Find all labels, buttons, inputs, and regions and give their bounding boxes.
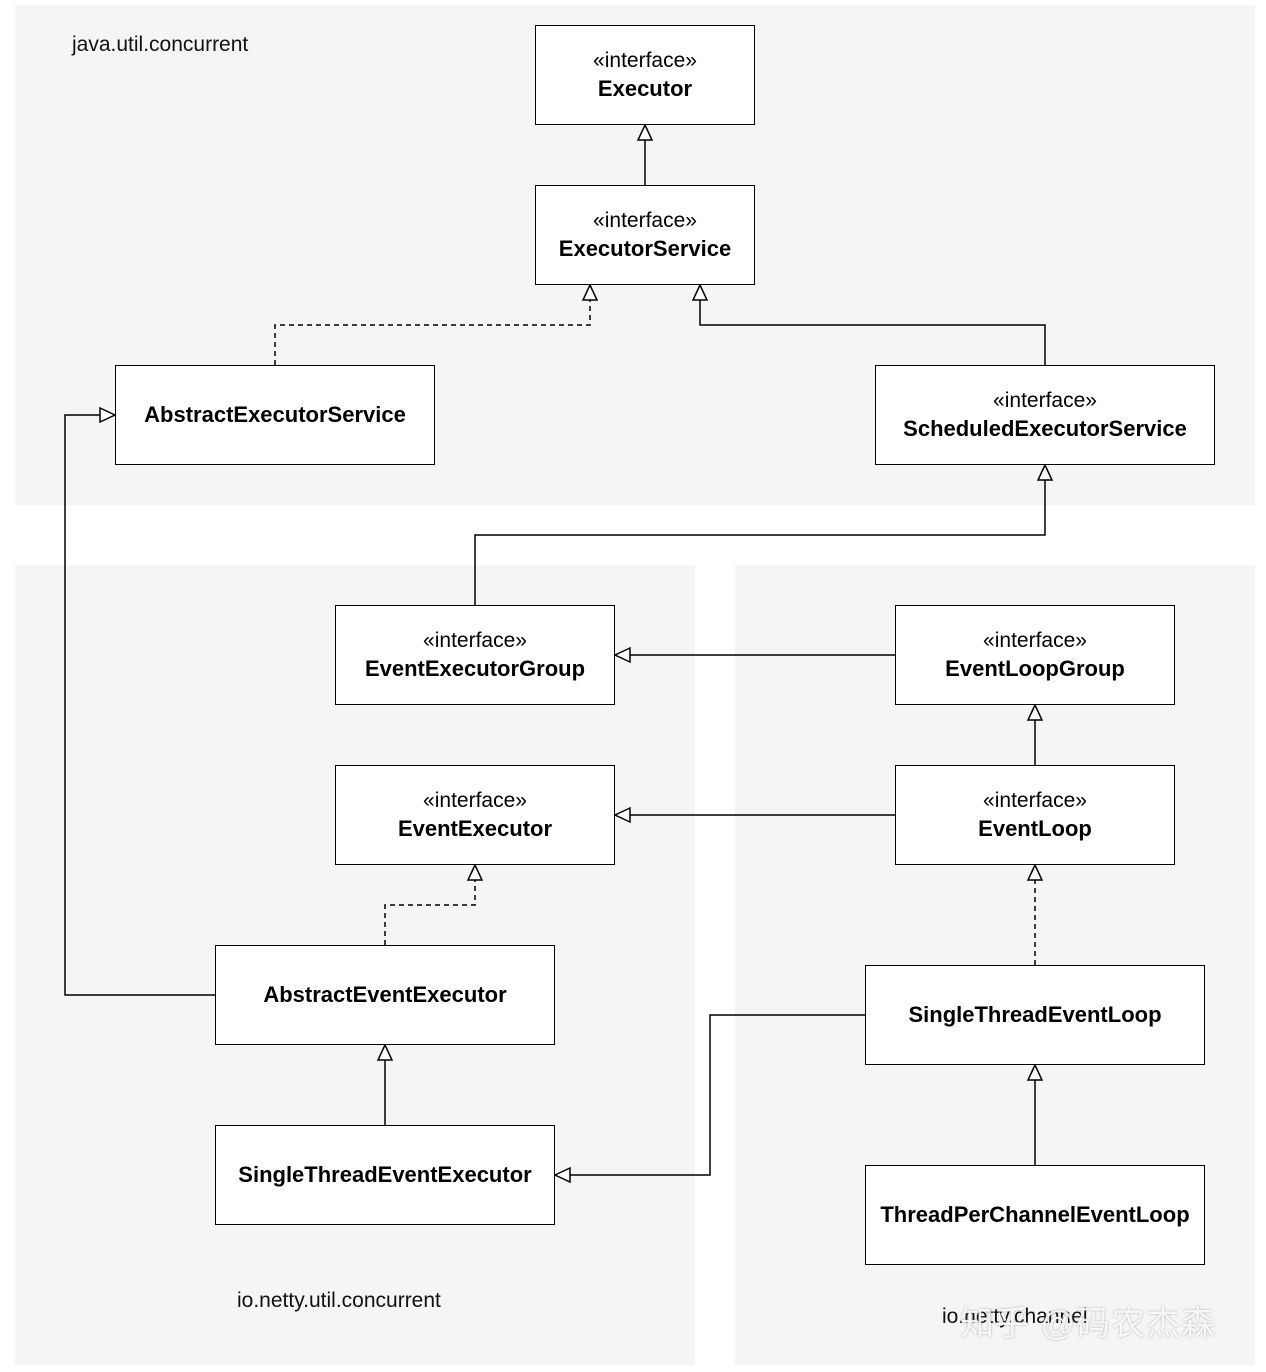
class-name: EventLoopGroup — [945, 656, 1125, 681]
class-abstract-event-executor[interactable]: AbstractEventExecutor — [215, 945, 555, 1045]
class-name: SingleThreadEventExecutor — [238, 1162, 532, 1187]
class-executor[interactable]: «interface» Executor — [535, 25, 755, 125]
package-label-io-netty-util-concurrent: io.netty.util.concurrent — [237, 1289, 441, 1312]
class-name: ExecutorService — [558, 236, 732, 261]
class-name: AbstractEventExecutor — [263, 982, 507, 1007]
edge-singlethreadeventloop-singlethreadeventexecutor — [570, 1014, 865, 1176]
class-name: ScheduledExecutorService — [903, 416, 1187, 441]
class-name: EventLoop — [978, 816, 1092, 841]
edge-scheduledexecutorservice-executorservice — [699, 300, 1046, 365]
arrowhead-singlethreadeventloop — [1026, 1063, 1044, 1081]
class-name: ThreadPerChannelEventLoop — [880, 1202, 1190, 1227]
class-event-executor-group[interactable]: «interface» EventExecutorGroup — [335, 605, 615, 705]
edge-abstracteventexecutor-abstractexecutorservice — [64, 414, 215, 996]
arrowhead-eventexecutor-bottom — [466, 863, 484, 881]
package-label-io-netty-channel: io.netty.channel — [942, 1305, 1088, 1328]
arrowhead-eventloop — [1026, 863, 1044, 881]
class-name: Executor — [597, 76, 693, 101]
class-single-thread-event-executor[interactable]: SingleThreadEventExecutor — [215, 1125, 555, 1225]
edge-abstracteventexecutor-eventexecutor — [384, 880, 476, 945]
arrowhead-executorservice-left — [581, 283, 599, 301]
arrowhead-executor — [636, 123, 654, 141]
class-event-loop-group[interactable]: «interface» EventLoopGroup — [895, 605, 1175, 705]
package-label-java-util-concurrent: java.util.concurrent — [72, 33, 249, 56]
stereotype-label: «interface» — [423, 789, 527, 812]
stereotype-label: «interface» — [993, 389, 1097, 412]
arrowhead-eventexecutorgroup — [613, 646, 631, 664]
stereotype-label: «interface» — [983, 789, 1087, 812]
class-event-loop[interactable]: «interface» EventLoop — [895, 765, 1175, 865]
arrowhead-scheduledexecutorservice — [1036, 463, 1054, 481]
arrowhead-eventexecutor-right — [613, 806, 631, 824]
class-name: EventExecutorGroup — [364, 656, 586, 681]
class-executor-service[interactable]: «interface» ExecutorService — [535, 185, 755, 285]
stereotype-label: «interface» — [593, 209, 697, 232]
arrowhead-singlethreadeventexecutor — [553, 1166, 571, 1184]
arrowhead-abstracteventexecutor — [376, 1043, 394, 1061]
arrowhead-executorservice-right — [691, 283, 709, 301]
class-name: EventExecutor — [397, 816, 553, 841]
class-single-thread-event-loop[interactable]: SingleThreadEventLoop — [865, 965, 1205, 1065]
watermark-text: 知乎 @码农杰森 — [960, 1305, 1216, 1343]
class-thread-per-channel-event-loop[interactable]: ThreadPerChannelEventLoop — [865, 1165, 1205, 1265]
class-abstract-executor-service[interactable]: AbstractExecutorService — [115, 365, 435, 465]
arrowhead-eventloopgroup — [1026, 703, 1044, 721]
stereotype-label: «interface» — [983, 629, 1087, 652]
class-name: AbstractExecutorService — [144, 402, 406, 427]
class-event-executor[interactable]: «interface» EventExecutor — [335, 765, 615, 865]
edge-eventexecutorgroup-scheduledexecutorservice — [474, 480, 1046, 605]
stereotype-label: «interface» — [593, 49, 697, 72]
arrowhead-abstractexecutorservice — [99, 406, 117, 424]
stereotype-label: «interface» — [423, 629, 527, 652]
class-name: SingleThreadEventLoop — [908, 1002, 1162, 1027]
class-scheduled-executor-service[interactable]: «interface» ScheduledExecutorService — [875, 365, 1215, 465]
edge-abstractexecutorservice-executorservice — [274, 300, 591, 365]
